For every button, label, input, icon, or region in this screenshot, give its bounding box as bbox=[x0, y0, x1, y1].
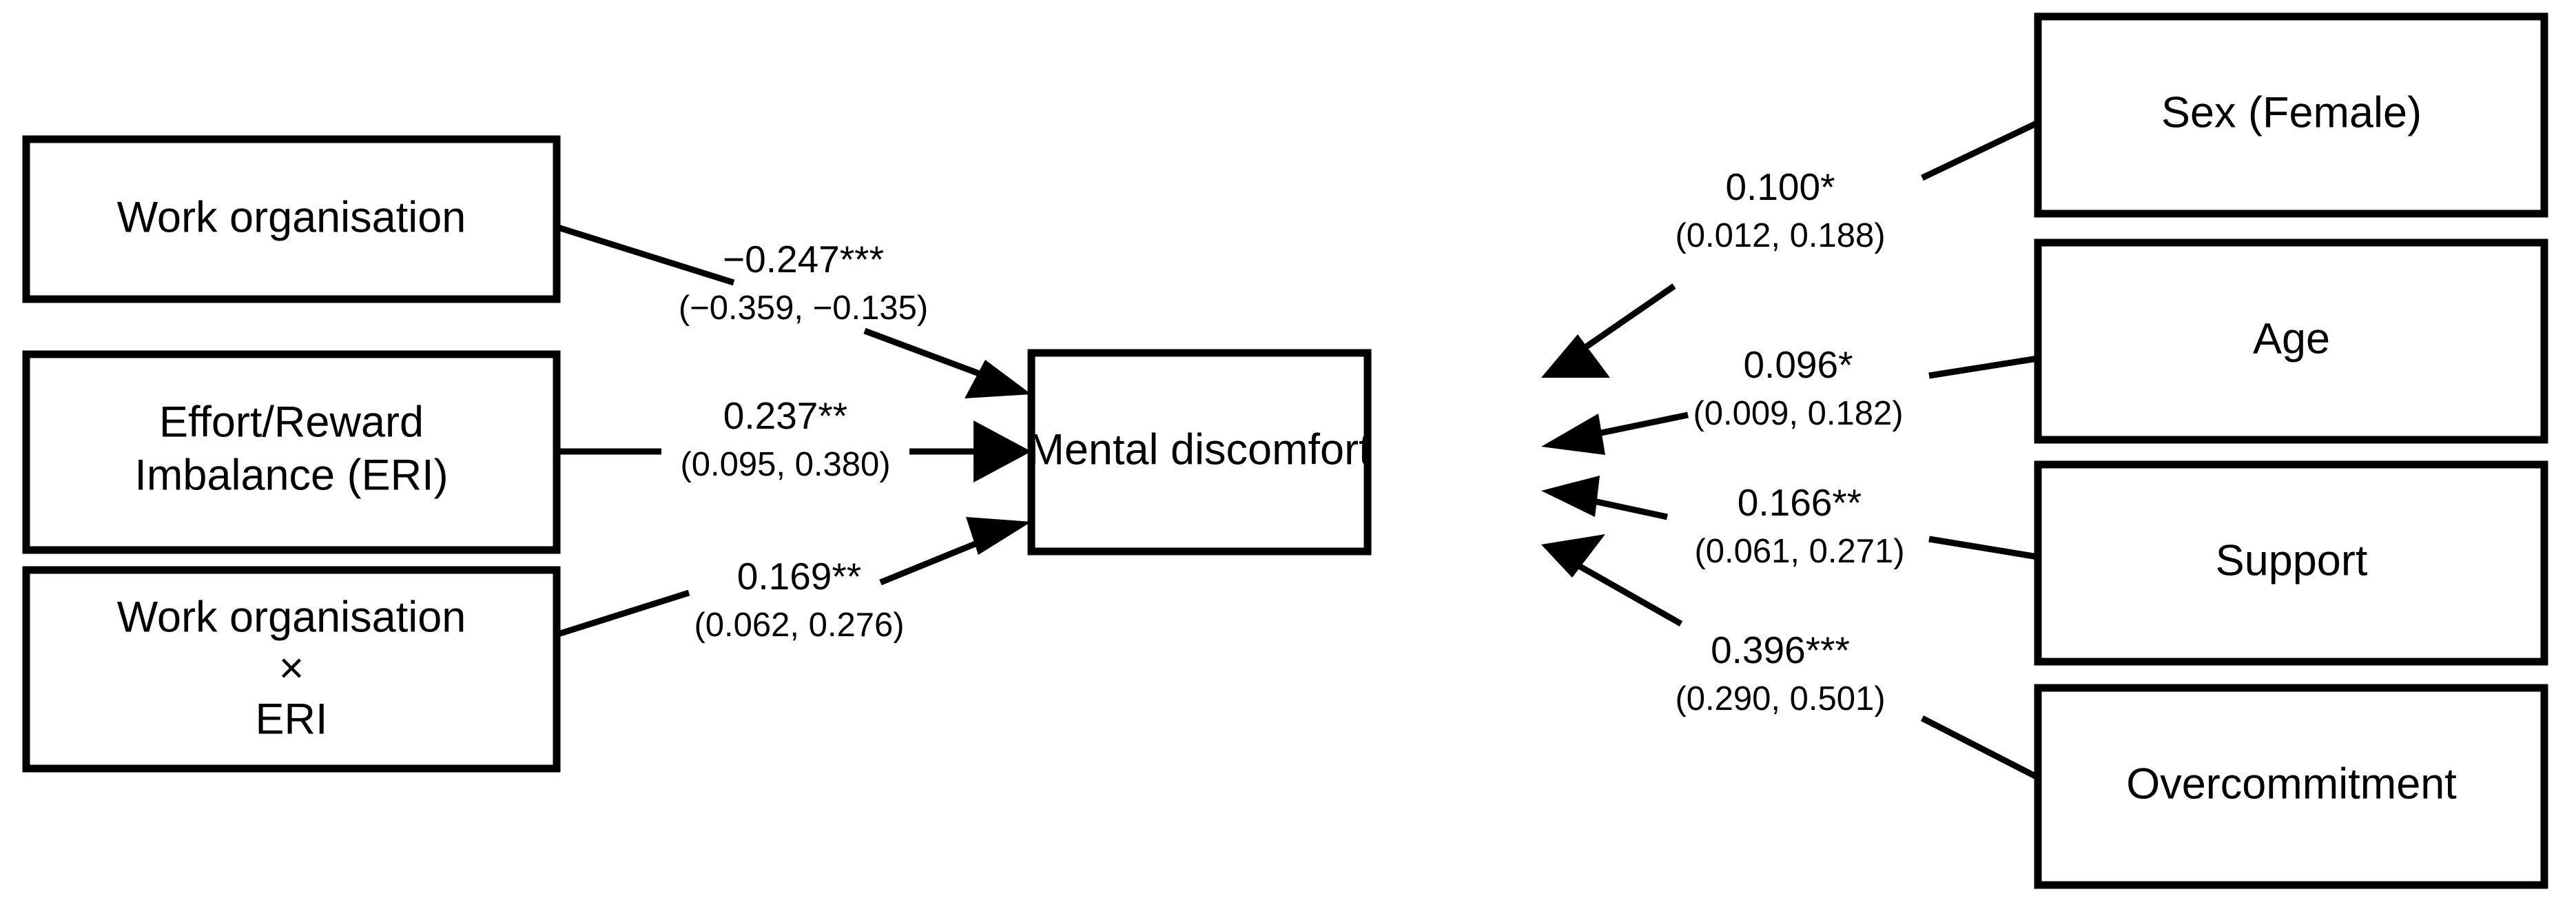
label-path-sex-estimate: 0.100* bbox=[1725, 165, 1835, 208]
node-age[interactable]: Age bbox=[2034, 238, 2548, 444]
label-path-interaction-ci: (0.062, 0.276) bbox=[694, 607, 904, 644]
node-mental-discomfort-box[interactable] bbox=[1027, 349, 1372, 556]
edge-path-work-organisation-arrowhead bbox=[965, 360, 1031, 398]
node-work-organisation[interactable]: Work organisation bbox=[22, 135, 561, 303]
node-work-organisation-label: Work organisation bbox=[117, 194, 466, 242]
node-work-organisation-box[interactable] bbox=[22, 135, 561, 303]
edge-path-sex-segment-a bbox=[1921, 119, 2039, 181]
node-overcommitment-box[interactable] bbox=[2034, 684, 2548, 889]
node-support[interactable]: Support bbox=[2034, 460, 2548, 666]
node-sex-female-label: Sex (Female) bbox=[2161, 89, 2422, 137]
node-work-organisation-x-eri-label-line3: ERI bbox=[255, 695, 327, 744]
edge-path-age bbox=[1541, 355, 2039, 455]
node-sex-female[interactable]: Sex (Female) bbox=[2034, 12, 2548, 218]
node-overcommitment[interactable]: Overcommitment bbox=[2034, 684, 2548, 889]
label-path-work-organisation-estimate: −0.247*** bbox=[723, 238, 884, 281]
node-support-label: Support bbox=[2216, 537, 2368, 585]
node-work-organisation-x-eri[interactable]: Work organisation × ERI bbox=[22, 566, 561, 773]
label-path-support-ci: (0.061, 0.271) bbox=[1694, 533, 1904, 570]
node-overcommitment-label: Overcommitment bbox=[2126, 760, 2457, 809]
edge-path-work-organisation-segment-a bbox=[557, 224, 735, 286]
label-path-overcommitment-estimate: 0.396*** bbox=[1711, 629, 1850, 671]
label-path-support-estimate: 0.166** bbox=[1738, 481, 1862, 524]
edge-path-eri bbox=[558, 420, 1031, 482]
edge-path-interaction-segment-a bbox=[557, 589, 690, 638]
label-path-age-ci: (0.009, 0.182) bbox=[1693, 395, 1903, 432]
label-path-overcommitment: 0.396*** (0.290, 0.501) bbox=[1675, 629, 1885, 718]
label-path-overcommitment-ci: (0.290, 0.501) bbox=[1675, 680, 1885, 718]
label-path-sex-ci: (0.012, 0.188) bbox=[1675, 217, 1885, 254]
node-mental-discomfort-label: Mental discomfort bbox=[1028, 426, 1371, 474]
edge-path-age-arrowhead bbox=[1541, 414, 1605, 455]
edge-path-work-organisation-segment-b bbox=[863, 327, 999, 384]
edge-path-interaction bbox=[557, 517, 1031, 638]
label-path-eri-estimate: 0.237** bbox=[723, 394, 847, 437]
edge-path-overcommitment-arrowhead bbox=[1541, 534, 1605, 578]
edge-path-overcommitment-segment-b bbox=[1576, 562, 1683, 627]
label-path-support: 0.166** (0.061, 0.271) bbox=[1694, 481, 1904, 570]
node-age-label: Age bbox=[2253, 315, 2330, 363]
node-effort-reward-imbalance-label-line1: Effort/Reward bbox=[159, 398, 424, 447]
edge-path-support-arrowhead bbox=[1541, 476, 1600, 517]
edge-path-overcommitment bbox=[1541, 534, 2040, 781]
edge-path-sex-segment-b bbox=[1572, 283, 1676, 358]
label-path-eri-ci: (0.095, 0.380) bbox=[680, 446, 890, 483]
node-sex-female-box[interactable] bbox=[2034, 12, 2548, 218]
edge-path-support bbox=[1541, 476, 2039, 560]
node-effort-reward-imbalance-label-line2: Imbalance (ERI) bbox=[134, 451, 448, 500]
label-path-interaction-estimate: 0.169** bbox=[737, 555, 861, 598]
node-mental-discomfort[interactable]: Mental discomfort bbox=[1027, 349, 1372, 556]
label-path-eri: 0.237** (0.095, 0.380) bbox=[680, 394, 890, 483]
edge-path-eri-arrowhead bbox=[973, 420, 1031, 482]
node-work-organisation-x-eri-box[interactable] bbox=[22, 566, 561, 773]
label-path-age: 0.096* (0.009, 0.182) bbox=[1693, 343, 1903, 432]
node-work-organisation-x-eri-label-line1: Work organisation bbox=[117, 593, 466, 642]
edge-path-interaction-arrowhead bbox=[966, 517, 1031, 555]
edge-path-support-segment-a bbox=[1928, 536, 2039, 560]
node-support-box[interactable] bbox=[2034, 460, 2548, 666]
label-path-work-organisation-ci: (−0.359, −0.135) bbox=[679, 289, 928, 327]
edge-path-age-segment-a bbox=[1928, 355, 2039, 379]
label-path-sex: 0.100* (0.012, 0.188) bbox=[1675, 165, 1885, 254]
node-work-organisation-x-eri-label-multiply: × bbox=[279, 644, 305, 693]
node-effort-reward-imbalance[interactable]: Effort/Reward Imbalance (ERI) bbox=[22, 350, 561, 554]
edge-path-sex bbox=[1541, 119, 2039, 378]
node-effort-reward-imbalance-box[interactable] bbox=[22, 350, 561, 554]
edge-path-overcommitment-segment-a bbox=[1920, 715, 2040, 781]
edge-path-sex-arrowhead bbox=[1541, 334, 1610, 378]
label-path-work-organisation: −0.247*** (−0.359, −0.135) bbox=[679, 238, 928, 327]
edge-path-work-organisation bbox=[557, 224, 1031, 398]
label-path-interaction: 0.169** (0.062, 0.276) bbox=[694, 555, 904, 644]
node-age-box[interactable] bbox=[2034, 238, 2548, 444]
label-path-age-estimate: 0.096* bbox=[1743, 343, 1853, 386]
